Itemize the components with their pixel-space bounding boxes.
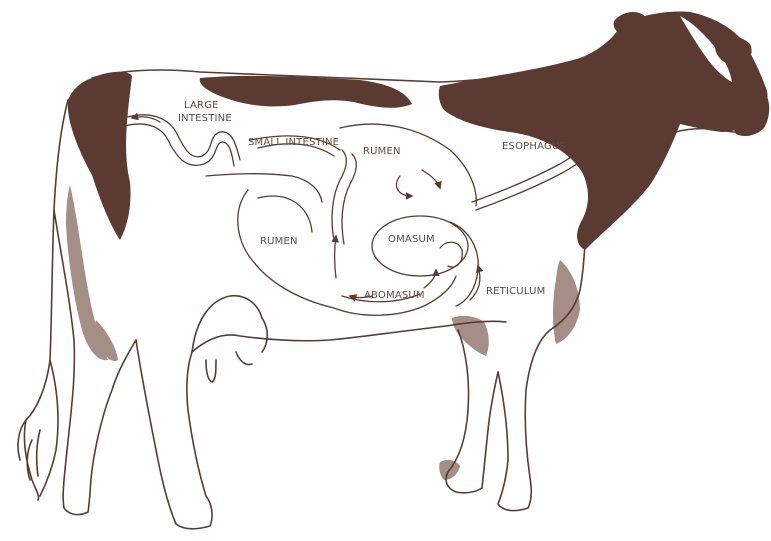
front-leg-front	[498, 330, 550, 511]
large-intestine-loop	[206, 174, 322, 202]
label-rumen-lower: RUMEN	[260, 236, 298, 247]
coat-patches	[68, 12, 769, 250]
hind-leg-back	[54, 210, 136, 515]
rumen-upper-arrow	[396, 176, 412, 196]
udder	[192, 296, 267, 382]
rump-tail	[24, 100, 68, 500]
large-intestine-arrow	[132, 117, 160, 122]
rumen-upper-arrow-2	[422, 170, 440, 188]
small-intestine-arrow	[335, 236, 337, 278]
rump-patch	[68, 72, 132, 240]
label-abomasum: ABOMASUM	[364, 290, 425, 301]
label-large-intestine-1: LARGE	[184, 100, 219, 111]
coat-shades	[66, 185, 580, 480]
reticulum-inner	[440, 242, 462, 267]
small-intestine-2	[342, 154, 356, 244]
rumen-lower-inner	[258, 196, 312, 232]
rumen-upper-wall	[340, 124, 476, 206]
large-intestine-2	[124, 124, 234, 166]
hind-leg-front	[136, 340, 212, 529]
back-patch	[200, 76, 412, 108]
small-intestine-1	[332, 150, 346, 240]
label-small-intestine: SMALL INTESTINE	[248, 137, 339, 148]
label-large-intestine-2: INTESTINE	[178, 113, 232, 124]
rumen-lower-sac	[238, 190, 334, 308]
muzzle	[732, 84, 770, 136]
abomasum-arrow-2	[424, 270, 436, 288]
label-rumen-upper: RUMEN	[363, 146, 401, 157]
label-omasum: OMASUM	[388, 234, 435, 245]
label-reticulum: RETICULUM	[486, 286, 545, 297]
label-esophagus: ESOPHAGUS	[502, 141, 566, 152]
